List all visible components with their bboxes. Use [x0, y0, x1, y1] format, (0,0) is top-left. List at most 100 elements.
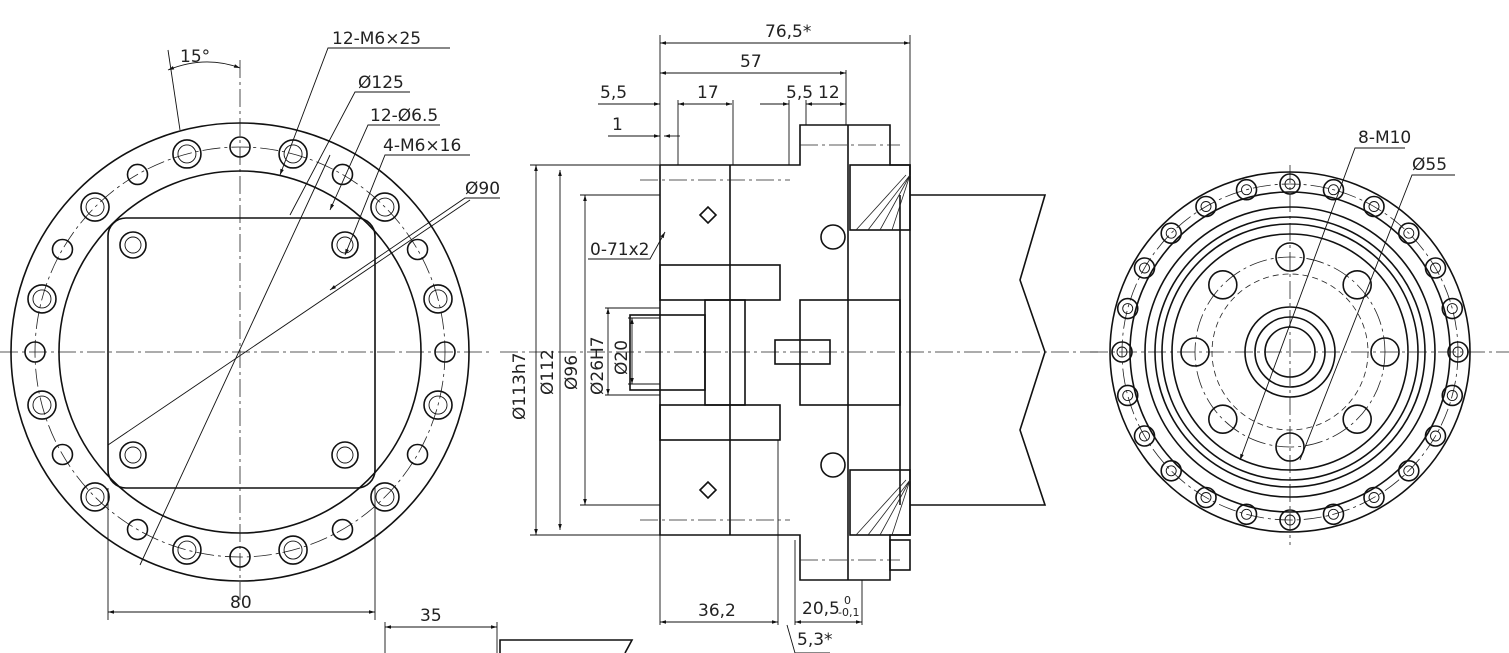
bolt-head-inner [1430, 262, 1441, 274]
bolt-head [1235, 178, 1258, 201]
bolt-head-inner [428, 289, 448, 309]
bolt-head-inner [1241, 508, 1252, 520]
bolt-circle [34, 146, 446, 558]
d26-label: Ø26H7 [588, 336, 608, 395]
bolt-head [1133, 257, 1156, 279]
hatch-line [855, 174, 907, 231]
bolt-head-inner [1122, 390, 1134, 401]
bolt-head [1322, 503, 1345, 526]
length-12-label: 12 [818, 83, 840, 103]
square-width-label: 80 [230, 593, 252, 613]
length-57-label: 57 [740, 52, 762, 72]
tapped-hole-inner [336, 446, 354, 464]
bolt-head [80, 192, 110, 222]
bolt-head [1195, 195, 1217, 218]
output-shaft [910, 194, 1047, 506]
bearing-ball-bottom [820, 452, 846, 478]
bolt-head [370, 192, 400, 222]
overall-length-label: 76,5* [765, 22, 811, 42]
bolt-head-inner [1430, 430, 1441, 442]
m10-hole [1208, 270, 1238, 300]
hatched-section-bottom [849, 469, 911, 536]
d96-label: Ø96 [562, 355, 582, 390]
bolt-head [1279, 509, 1301, 531]
tapped-hole-inner [124, 236, 142, 254]
bolt-head [172, 139, 202, 169]
bolt-hole [406, 238, 429, 261]
bolt-head-inner [1446, 390, 1458, 401]
right-offset-label: 5,5 [786, 83, 813, 103]
bolt-head-inner [1368, 492, 1380, 503]
bolt-head [423, 390, 453, 420]
m10-hole [1342, 404, 1372, 434]
bolt-head [370, 482, 400, 512]
bolt-head-inner [283, 540, 303, 560]
bolt-head [1133, 425, 1156, 447]
tapped-hole [119, 441, 147, 469]
hatch-line [855, 479, 907, 536]
rear-view: 8-M10 Ø55 [1090, 128, 1509, 545]
bolt-head-inner [32, 395, 52, 415]
inner-diameter-label: Ø90 [465, 179, 500, 199]
bolt-hole [24, 341, 46, 363]
bolt-head-inner [1452, 346, 1464, 358]
bolt-head [1160, 222, 1183, 245]
bolt-head [1424, 425, 1447, 447]
length-20-label: 20,5 [802, 599, 840, 619]
bolt-head-inner [1116, 346, 1128, 358]
tapped-hole-inner [124, 446, 142, 464]
bolt-callout: 12-M6×25 [332, 29, 421, 49]
bolt-head-inner [1403, 465, 1415, 477]
bolt-head-inner [1241, 184, 1252, 196]
bolt-head-inner [1368, 201, 1380, 212]
tapped-hole-inner [336, 236, 354, 254]
bolt-head [1424, 257, 1447, 279]
bolt-head [1397, 222, 1420, 245]
bolt-head-inner [1328, 508, 1339, 520]
motor-square [107, 217, 376, 489]
tol-upper: 0 [844, 594, 851, 607]
tapped-hole [331, 441, 359, 469]
length-1-label: 1 [612, 115, 623, 135]
bolt-head [1116, 384, 1139, 407]
bolt-hole [331, 163, 354, 186]
bolt-head [1195, 486, 1217, 509]
hatch-line [891, 479, 911, 536]
length-36-label: 36,2 [698, 601, 736, 621]
section-view: 76,5* 57 5,5 17 5,5 12 1 0-71x2 Ø113h7 Ø… [500, 22, 1100, 653]
bolt-head-inner [1200, 492, 1212, 503]
hatch-line [867, 479, 911, 536]
bolt-head-inner [1284, 178, 1296, 190]
bolt-head-inner [177, 540, 197, 560]
hatch-line [879, 479, 911, 536]
length-17-label: 17 [697, 83, 719, 103]
bolt-head [1322, 178, 1345, 201]
tol-lower: -0,1 [838, 606, 859, 619]
bolt-head-inner [283, 144, 303, 164]
left-offset-label: 5,5 [600, 83, 627, 103]
bolt-head-inner [375, 197, 395, 217]
diagonal [139, 154, 331, 566]
bolt-head-inner [1165, 227, 1177, 239]
bolt-head [1363, 195, 1385, 218]
bolt-hole [51, 238, 74, 261]
length-5-3-label: 5,3* [797, 630, 833, 650]
bolt-head [27, 390, 57, 420]
bolt-hole [51, 443, 74, 466]
bolt-head [1363, 486, 1385, 509]
bolt-hole [434, 341, 456, 363]
tapped-holes-label: 4-M6×16 [383, 136, 461, 156]
d112-label: Ø112 [538, 349, 558, 395]
bolt-head [1397, 459, 1420, 482]
bolt-hole [126, 163, 149, 186]
tapped-hole [119, 231, 147, 259]
bolt-head [1447, 341, 1469, 363]
bolt-head [1160, 459, 1183, 482]
m10-hole [1275, 432, 1305, 462]
bolt-head [1279, 173, 1301, 195]
bolt-head [1111, 341, 1133, 363]
bolt-hole [229, 546, 251, 568]
bolt-head-inner [177, 144, 197, 164]
bolt-head-inner [375, 487, 395, 507]
